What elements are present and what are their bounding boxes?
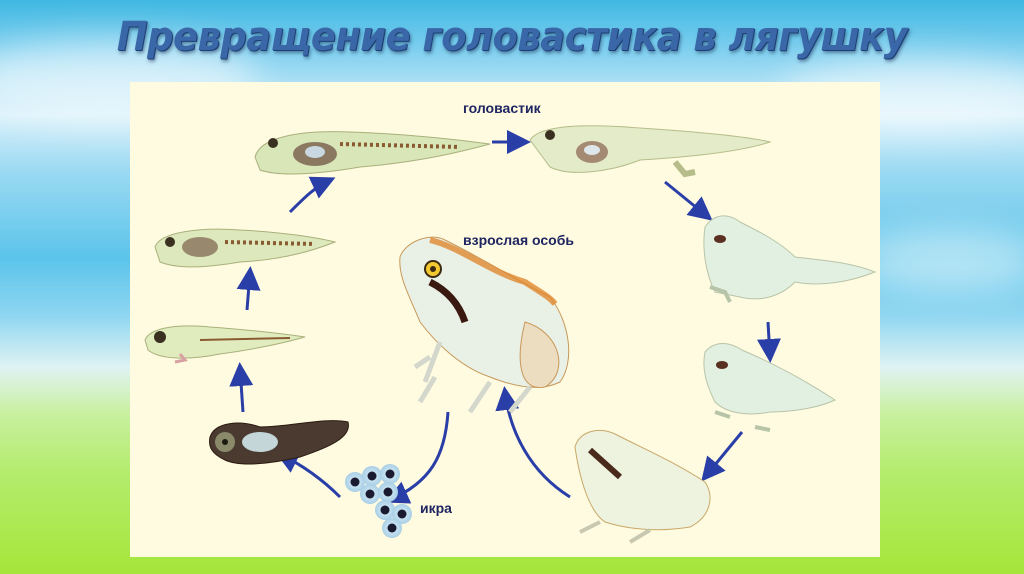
label-tadpole: головастик: [463, 100, 541, 116]
froglet-with-tail-illustration: [703, 215, 877, 303]
young-frog-illustration: [574, 430, 711, 544]
label-eggs: икра: [420, 500, 452, 516]
slide-title: Превращение головастика в лягушку: [116, 14, 908, 60]
adult-frog-illustration: [399, 236, 570, 414]
frog-eggs-illustration: [345, 464, 412, 538]
striped-tadpole-illustration: [154, 228, 337, 268]
young-tadpole-illustration: [144, 325, 306, 364]
life-cycle-diagram: головастик взрослая особь икра: [130, 82, 880, 557]
embryo-illustration: [209, 420, 349, 465]
froglet-short-tail-illustration: [703, 343, 837, 432]
arrow-icon: [229, 130, 781, 504]
tadpole-with-legs-illustration: [529, 125, 772, 178]
tadpole-stage-illustration: [254, 131, 491, 175]
label-adult: взрослая особь: [463, 232, 574, 248]
